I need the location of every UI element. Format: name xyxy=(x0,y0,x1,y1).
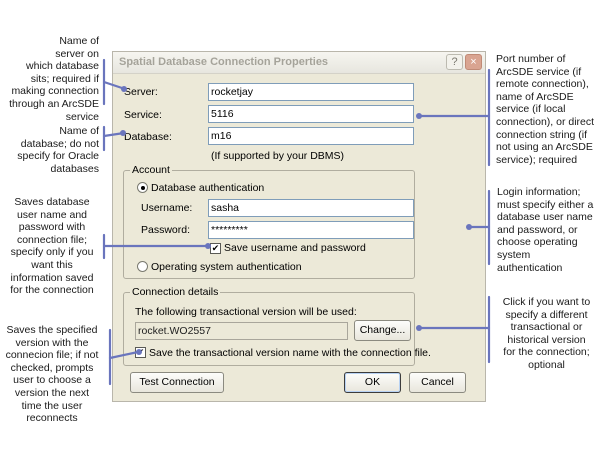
annotation-line: time the user xyxy=(21,399,83,412)
annotation-line: service (if local xyxy=(496,103,566,116)
annotation-line: version with the xyxy=(15,336,89,349)
annotation-line: want this xyxy=(31,258,73,271)
username-label: Username: xyxy=(141,202,193,214)
account-legend: Account xyxy=(130,164,172,176)
save-credentials-label[interactable]: Save username and password xyxy=(224,242,366,254)
annotation-line: sits; required if xyxy=(30,72,99,85)
database-label: Database: xyxy=(124,131,172,143)
change-version-button[interactable]: Change... xyxy=(354,320,411,341)
annotation-line: Name of xyxy=(59,35,99,47)
connection-details-group: Connection details xyxy=(123,286,415,366)
annotation-line: historical version xyxy=(507,333,586,346)
db-auth-label[interactable]: Database authentication xyxy=(151,182,265,194)
callout-dot-port xyxy=(416,113,422,119)
callout-dot-change xyxy=(416,325,422,331)
annotation-line: Click if you want to xyxy=(502,296,591,308)
version-info-text: The following transactional version will… xyxy=(135,306,357,318)
database-input[interactable]: m16 xyxy=(208,127,414,145)
ok-button[interactable]: OK xyxy=(344,372,401,393)
annotation-line: choose operating xyxy=(497,236,578,249)
annotation-line: not using an ArcSDE xyxy=(496,141,593,154)
annotation-line: for the connection xyxy=(10,284,94,297)
annotation-line: connecion file; if not xyxy=(5,349,99,362)
annotation-line: optional xyxy=(528,358,565,371)
annotation-line: connection file; xyxy=(16,233,88,246)
callout-dot-save-version xyxy=(136,349,142,355)
annotation-line: server on xyxy=(55,47,99,60)
annotation-line: version the next xyxy=(14,386,90,399)
annotation-line: user name and xyxy=(16,208,88,221)
annotation-line: database user name xyxy=(497,211,593,224)
callout-save-version-pointer xyxy=(108,350,140,360)
server-input[interactable]: rocketjay xyxy=(208,83,414,101)
annotation-line: authentication xyxy=(497,261,563,274)
annotation-line: connection), or direct xyxy=(496,115,595,128)
annotation-line: information saved xyxy=(10,271,94,284)
annotation-line: Saves the specified xyxy=(6,324,98,336)
test-connection-button[interactable]: Test Connection xyxy=(130,372,224,393)
annotation-line: service xyxy=(65,110,99,123)
annotation-line: which database xyxy=(26,60,99,73)
help-icon[interactable]: ? xyxy=(446,54,463,70)
annotation-line: database; do not xyxy=(20,137,99,150)
annotation-line: ArcSDE service (if xyxy=(496,65,582,78)
callout-dot-database xyxy=(120,130,126,136)
annotation-line: connection string (if xyxy=(496,128,588,141)
annotation-line: making connection xyxy=(11,85,99,98)
save-version-label[interactable]: Save the transactional version name with… xyxy=(149,347,431,359)
annotation-line: reconnects xyxy=(26,412,78,425)
os-auth-label[interactable]: Operating system authentication xyxy=(151,261,302,273)
annotation-line: Name of xyxy=(59,125,99,137)
annotation-line: system xyxy=(497,248,531,261)
service-label: Service: xyxy=(124,109,162,121)
annotation-line: must specify either a xyxy=(497,198,594,211)
save-credentials-checkbox[interactable]: ✔ xyxy=(210,243,221,254)
password-label: Password: xyxy=(141,224,191,236)
server-label: Server: xyxy=(124,86,158,98)
annotation-line: name of ArcSDE xyxy=(496,90,574,103)
callout-dot-server xyxy=(121,86,127,92)
annotation-line: remote connection), xyxy=(496,78,589,91)
dialog-title: Spatial Database Connection Properties xyxy=(119,56,329,68)
cancel-button[interactable]: Cancel xyxy=(409,372,466,393)
close-icon[interactable]: × xyxy=(465,54,482,70)
annotation-line: password with xyxy=(18,221,86,234)
annotation-line: for the connection; xyxy=(503,346,590,359)
annotation-line: Port number of xyxy=(496,53,566,65)
annotation-line: specify only if you xyxy=(10,246,94,259)
annotation-line: through an ArcSDE xyxy=(9,97,99,110)
annotation-line: specify a different xyxy=(505,308,588,321)
os-auth-radio[interactable] xyxy=(137,261,148,272)
annotation-line: and password, or xyxy=(497,223,578,236)
annotation-line: user to choose a xyxy=(13,374,91,387)
annotation-line: checked, prompts xyxy=(10,361,94,374)
annotation-line: Saves database xyxy=(14,196,90,208)
password-input[interactable]: ********* xyxy=(208,221,414,239)
callout-dot-save-credentials xyxy=(205,243,211,249)
account-group: Account xyxy=(123,164,415,279)
username-input[interactable]: sasha xyxy=(208,199,414,217)
connection-details-legend: Connection details xyxy=(130,286,221,298)
annotation-line: service); required xyxy=(496,153,578,166)
db-auth-radio[interactable] xyxy=(137,182,148,193)
dialog-titlebar[interactable]: Spatial Database Connection Properties ?… xyxy=(113,52,485,74)
connection-properties-dialog: Spatial Database Connection Properties ?… xyxy=(112,51,486,402)
dbms-note: (If supported by your DBMS) xyxy=(211,150,345,162)
annotation-line: specify for Oracle xyxy=(17,150,99,163)
annotation-line: transactional or xyxy=(510,321,583,334)
callout-dot-login xyxy=(466,224,472,230)
annotation-line: Login information; xyxy=(497,186,581,198)
annotation-line: databases xyxy=(50,162,99,175)
service-input[interactable]: 5116 xyxy=(208,105,414,123)
version-field: rocket.WO2557 xyxy=(135,322,348,340)
